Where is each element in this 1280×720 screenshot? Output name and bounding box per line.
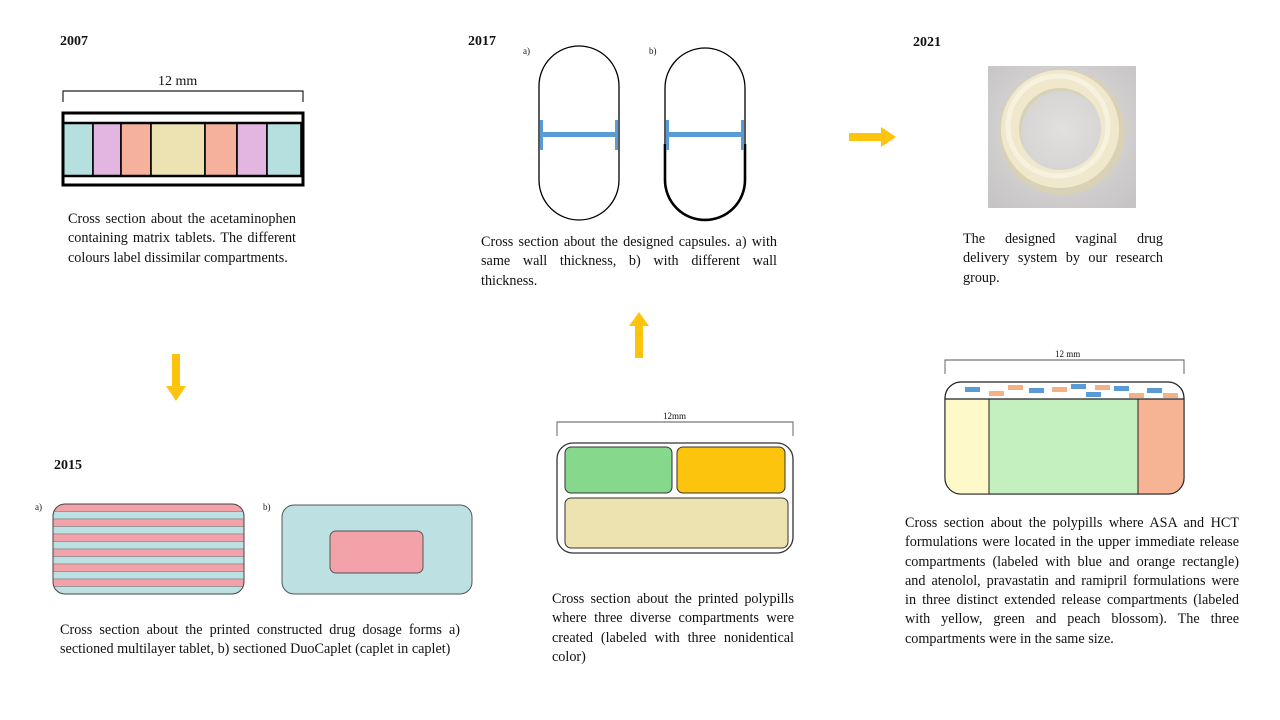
year-2021: 2021 [913, 35, 941, 50]
caption-2007: Cross section about the acetaminophen co… [68, 211, 296, 266]
multilayer-outline [52, 503, 245, 595]
capsule-a-wall [541, 132, 617, 137]
multilayer-tablet [52, 503, 245, 595]
capsule-b-wall-left [666, 120, 669, 150]
caption-2021: The designed vaginal drug delivery syste… [963, 231, 1163, 286]
tablet-compartment [204, 122, 238, 177]
scale-bracket-polypill5 [944, 359, 1185, 374]
tablet-compartment [62, 122, 94, 177]
polypill-five-formulations [944, 359, 1185, 495]
vaginal-ring-photo [988, 66, 1136, 208]
multilayer-stripe [53, 586, 244, 594]
capsule-b-wall [667, 132, 743, 137]
year-2017: 2017 [468, 34, 496, 49]
label-a-2015: a) [35, 502, 42, 512]
capsule-a-wall-right [615, 120, 618, 150]
matrix-tablet [62, 122, 302, 177]
compartment-yellow-er [944, 398, 990, 495]
compartment-green [564, 446, 673, 494]
compartment-beige [564, 497, 789, 549]
multilayer-stripe [53, 518, 244, 527]
year-2015: 2015 [54, 458, 82, 473]
ring-highlight [1005, 73, 1111, 179]
year-2007: 2007 [60, 34, 88, 49]
caption-2017: Cross section about the designed capsule… [481, 234, 777, 289]
multilayer-stripe [53, 556, 244, 565]
label-a-2017: a) [523, 46, 530, 56]
scale-bracket [62, 90, 304, 102]
label-b-2017: b) [649, 46, 657, 56]
label-b-2015: b) [263, 502, 271, 512]
tablet-compartment [266, 122, 302, 177]
tablet-compartment [236, 122, 268, 177]
tablet-compartment [120, 122, 152, 177]
scale-bracket-polypill3 [556, 421, 794, 436]
multilayer-stripe [53, 526, 244, 535]
capsule-a-wall-left [540, 120, 543, 150]
multilayer-stripe [53, 533, 244, 542]
scale-label-2007: 12 mm [158, 74, 198, 89]
caption-polypill5: Cross section about the polypills where … [905, 515, 1239, 647]
matrix-tablet-diagram [61, 90, 305, 187]
multilayer-stripe [53, 504, 244, 512]
caption-2015: Cross section about the printed construc… [60, 622, 460, 658]
arrow-up-icon [629, 312, 649, 358]
arrow-right-icon [849, 127, 896, 147]
multilayer-stripe [53, 541, 244, 550]
compartment-peach-er [1137, 398, 1185, 495]
tablet-compartment [92, 122, 122, 177]
ir-dashes [965, 384, 1178, 398]
compartment-yellow [676, 446, 786, 494]
capsule-b-thick-wall [663, 144, 747, 222]
scale-label-polypill3: 12mm [663, 411, 687, 421]
arrow-down-icon [166, 354, 186, 401]
caption-polypill3: Cross section about the printed polypill… [552, 591, 794, 665]
multilayer-stripe [53, 578, 244, 587]
multilayer-stripe [53, 548, 244, 557]
duocaplet-inner [329, 530, 424, 574]
multilayer-stripe [53, 563, 244, 572]
scale-label-polypill5: 12 mm [1055, 349, 1081, 359]
capsules-diagram [538, 45, 747, 222]
multilayer-stripe [53, 571, 244, 580]
multilayer-stripe [53, 511, 244, 520]
compartment-green-er [988, 398, 1139, 495]
polypill-three-compartments [556, 421, 794, 554]
multilayer-stripes [53, 504, 244, 594]
tablet-compartment [150, 122, 206, 177]
duocaplet [281, 504, 473, 595]
tablet-outline [61, 111, 305, 187]
capsule-b-wall-right [741, 120, 744, 150]
